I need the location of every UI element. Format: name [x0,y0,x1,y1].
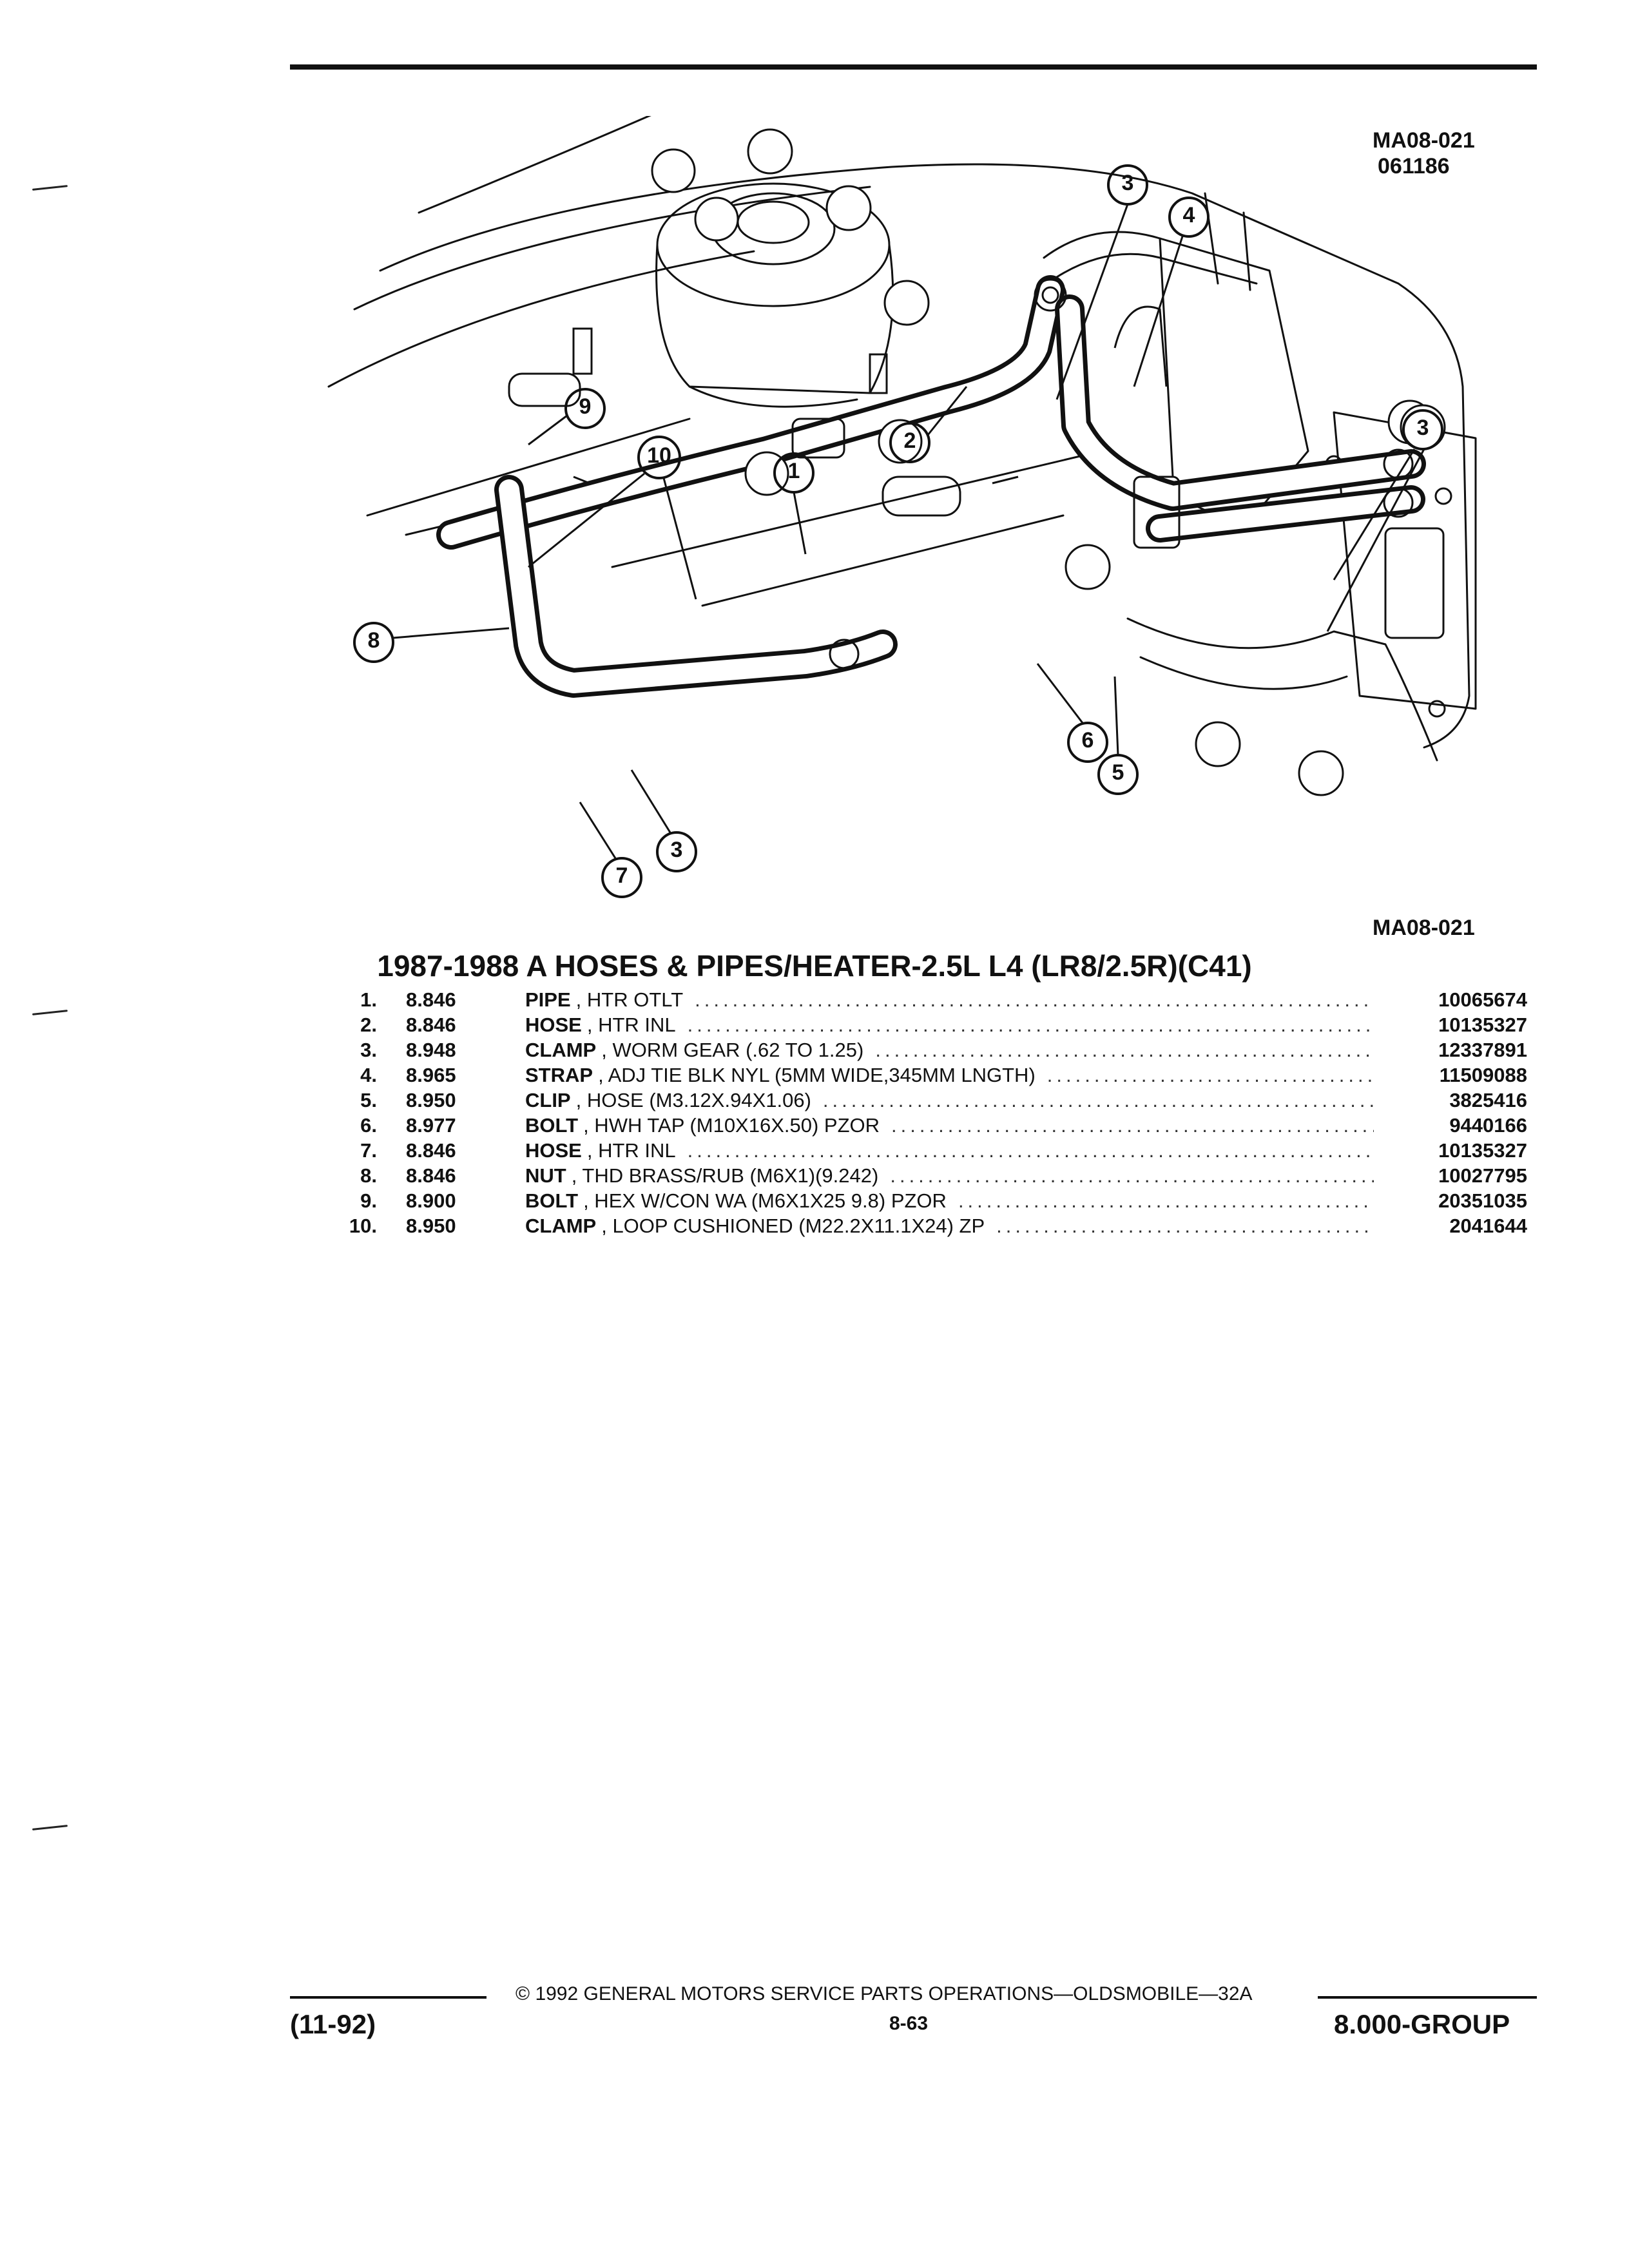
list-item: 1. 8.846 PIPE , HTR OTLT 10065674 [309,987,1527,1012]
list-item: 9. 8.900 BOLT , HEX W/CON WA (M6X1X25 9.… [309,1188,1527,1213]
part-name: CLIP [525,1089,571,1111]
part-number: 3825416 [1449,1089,1527,1111]
part-number: 11509088 [1439,1064,1527,1086]
part-number: 9440166 [1449,1114,1527,1137]
group-number: 8.846 [406,1164,456,1187]
callout-2: 2 [903,428,916,453]
item-number: 4. [360,1064,377,1086]
part-number: 12337891 [1438,1039,1527,1061]
callout-9: 9 [579,394,592,419]
group-number: 8.900 [406,1189,456,1212]
page-title: 1987-1988 A HOSES & PIPES/HEATER-2.5L L4… [377,949,1252,983]
list-item: 5. 8.950 CLIP , HOSE (M3.12X.94X1.06) 38… [309,1088,1527,1113]
group-number: 8.977 [406,1114,456,1137]
group-label: 8.000-GROUP [1334,2009,1510,2039]
part-number: 2041644 [1449,1215,1527,1237]
callout-3-bottom: 3 [670,838,683,862]
page-number: 8-63 [889,2013,929,2034]
part-name: CLAMP [525,1039,597,1061]
item-number: 10. [349,1215,377,1237]
part-description: , THD BRASS/RUB (M6X1)(9.242) [571,1164,879,1187]
diagram-code: MA08-021 [1373,128,1475,153]
part-description: , HTR INL [586,1014,676,1036]
group-number: 8.846 [406,1014,456,1036]
part-number: 10135327 [1438,1014,1527,1036]
item-number: 5. [360,1089,377,1111]
part-number: 10135327 [1438,1139,1527,1162]
part-description: , HTR INL [586,1139,676,1162]
group-number: 8.948 [406,1039,456,1061]
list-item: 10. 8.950 CLAMP , LOOP CUSHIONED (M22.2X… [309,1213,1527,1238]
part-name: HOSE [525,1014,582,1036]
callout-circles [353,164,1443,898]
list-item: 3. 8.948 CLAMP , WORM GEAR (.62 TO 1.25)… [309,1037,1527,1062]
item-number: 3. [360,1039,377,1061]
diagram-date-code: 061186 [1378,154,1450,178]
list-item: 4. 8.965 STRAP , ADJ TIE BLK NYL (5MM WI… [309,1062,1527,1088]
group-number: 8.950 [406,1089,456,1111]
item-number: 6. [360,1114,377,1137]
callout-7: 7 [615,863,628,888]
callout-10: 10 [647,443,671,468]
callout-4: 4 [1182,203,1195,227]
item-number: 2. [360,1014,377,1036]
list-item: 7. 8.846 HOSE , HTR INL 10135327 [309,1138,1527,1163]
parts-list: 1. 8.846 PIPE , HTR OTLT 10065674 2. 8.8… [309,987,1527,1238]
binder-mark [32,1010,68,1015]
diagram-caption: MA08-021 [1373,916,1475,940]
part-name: BOLT [525,1114,579,1137]
binder-mark [32,1825,68,1831]
part-description: , HEX W/CON WA (M6X1X25 9.8) PZOR [583,1189,947,1212]
part-number: 10065674 [1438,988,1527,1011]
group-number: 8.965 [406,1064,456,1086]
list-item: 8. 8.846 NUT , THD BRASS/RUB (M6X1)(9.24… [309,1163,1527,1188]
part-description: , HTR OTLT [575,988,684,1011]
footer-rule-right [1318,1996,1537,1999]
list-item: 6. 8.977 BOLT , HWH TAP (M10X16X.50) PZO… [309,1113,1527,1138]
part-name: PIPE [525,988,571,1011]
callout-6: 6 [1081,728,1094,753]
callout-8: 8 [367,628,380,653]
part-description: , ADJ TIE BLK NYL (5MM WIDE,345MM LNGTH) [598,1064,1036,1086]
footer-rule-left [290,1996,487,1999]
callout-1: 1 [787,459,800,483]
group-number: 8.950 [406,1215,456,1237]
part-name: BOLT [525,1189,579,1212]
part-name: NUT [525,1164,566,1187]
callout-5: 5 [1112,760,1124,785]
part-description: , HWH TAP (M10X16X.50) PZOR [583,1114,880,1137]
part-name: CLAMP [525,1215,597,1237]
part-number: 20351035 [1438,1189,1527,1212]
footer-copyright: © 1992 GENERAL MOTORS SERVICE PARTS OPER… [516,1983,1253,2004]
part-number: 10027795 [1438,1164,1527,1187]
item-number: 8. [360,1164,377,1187]
top-rule [290,64,1537,70]
group-number: 8.846 [406,988,456,1011]
callout-3-right: 3 [1416,416,1429,440]
list-item: 2. 8.846 HOSE , HTR INL 10135327 [309,1012,1527,1037]
part-description: , WORM GEAR (.62 TO 1.25) [601,1039,864,1061]
part-name: STRAP [525,1064,593,1086]
item-number: 7. [360,1139,377,1162]
callout-3-top: 3 [1121,171,1134,195]
group-number: 8.846 [406,1139,456,1162]
part-description: , HOSE (M3.12X.94X1.06) [575,1089,811,1111]
item-number: 9. [360,1189,377,1212]
part-name: HOSE [525,1139,582,1162]
part-description: , LOOP CUSHIONED (M22.2X11.1X24) ZP [601,1215,985,1237]
item-number: 1. [360,988,377,1011]
footer-date: (11-92) [290,2009,376,2039]
